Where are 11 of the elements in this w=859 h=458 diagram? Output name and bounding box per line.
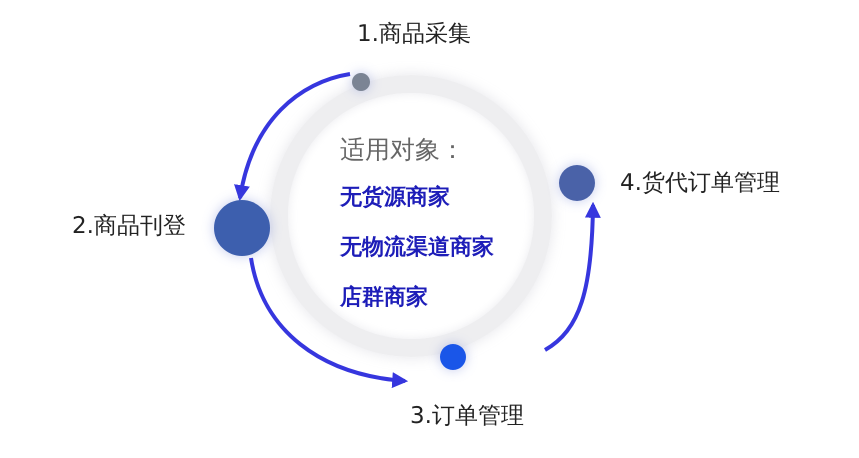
arrow [234, 72, 350, 202]
list-item: 店群商家 [340, 284, 428, 312]
list-item: 无货源商家 [340, 184, 450, 212]
arrow [544, 202, 601, 352]
step-label: 1.商品采集 [357, 20, 471, 49]
step-label: 3.订单管理 [410, 402, 524, 431]
list-item: 无物流渠道商家 [340, 234, 494, 262]
step-label: 2.商品刊登 [72, 212, 186, 241]
step-label: 4.货代订单管理 [620, 169, 780, 198]
heading-text: 适用对象： [340, 134, 465, 166]
arrow [249, 258, 408, 388]
